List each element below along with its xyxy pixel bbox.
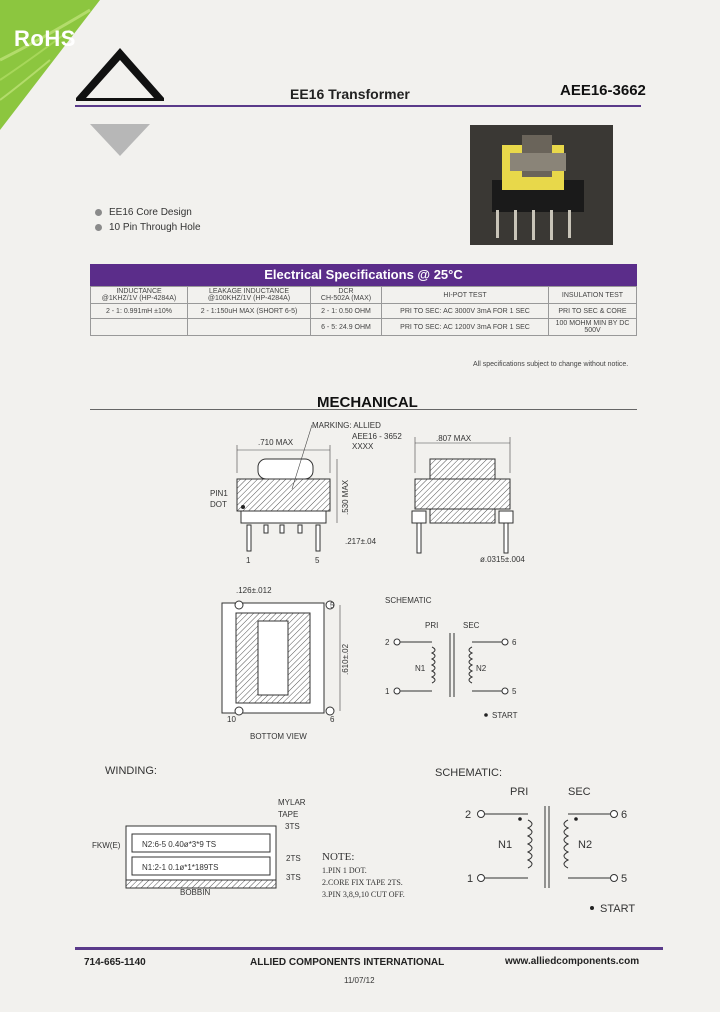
winding-diagram: WINDING: MYLAR TAPE 3TS FKW(E) N2:6-5 0.… <box>92 765 635 912</box>
product-title: EE16 Transformer <box>290 86 410 102</box>
svg-text:AEE16 - 3652: AEE16 - 3652 <box>352 432 402 441</box>
svg-text:5: 5 <box>512 687 517 696</box>
winding-n2: N2:6-5 0.40ø*3*9 TS <box>142 840 216 849</box>
allied-logo <box>76 48 164 156</box>
svg-text:5: 5 <box>315 556 320 565</box>
feature-item: 10 Pin Through Hole <box>95 222 201 233</box>
height-dim: .530 MAX <box>341 479 350 515</box>
svg-text:3.PIN 3,8,9,10 CUT OFF.: 3.PIN 3,8,9,10 CUT OFF. <box>322 890 405 899</box>
spec-table: INDUCTANCE@1KHZ/1V (HP-4284A) LEAKAGE IN… <box>90 286 637 336</box>
svg-text:3TS: 3TS <box>286 873 301 882</box>
svg-text:10: 10 <box>227 715 236 724</box>
pin1-dot-icon <box>241 505 245 509</box>
svg-text:TAPE: TAPE <box>278 810 298 819</box>
svg-text:START: START <box>492 711 518 720</box>
footer-divider <box>75 947 663 950</box>
fkw-label: FKW(E) <box>92 841 121 850</box>
start-dot-icon <box>484 713 488 717</box>
svg-text:5: 5 <box>621 873 627 885</box>
note-title: NOTE: <box>322 851 354 863</box>
svg-text:N1: N1 <box>415 664 426 673</box>
footer-company: ALLIED COMPONENTS INTERNATIONAL <box>250 957 445 968</box>
row-spacing-dim: .610±.02 <box>341 643 350 675</box>
footer-phone: 714-665-1140 <box>84 957 146 968</box>
svg-text:2TS: 2TS <box>286 854 301 863</box>
mechanical-title: MECHANICAL <box>317 394 418 411</box>
svg-text:SEC: SEC <box>568 786 591 798</box>
footer-date: 11/07/12 <box>344 976 375 985</box>
rohs-corner-graphic <box>0 0 100 130</box>
depth-dim: .807 MAX <box>436 434 472 443</box>
spec-note: All specifications subject to change wit… <box>473 361 629 368</box>
marking-label: MARKING: ALLIED <box>312 421 381 430</box>
bottom-view-label: BOTTOM VIEW <box>250 732 307 741</box>
svg-text:5: 5 <box>330 601 335 610</box>
side-view: .710 MAX .530 MAX .217±.04 MARKING: ALLI… <box>210 421 402 565</box>
start-dot-icon <box>590 906 594 910</box>
svg-text:2.CORE FIX TAPE 2TS.: 2.CORE FIX TAPE 2TS. <box>322 878 403 887</box>
mechanical-drawing: .710 MAX .530 MAX .217±.04 MARKING: ALLI… <box>210 421 525 741</box>
svg-text:SEC: SEC <box>463 621 480 630</box>
svg-text:1: 1 <box>467 873 473 885</box>
svg-text:START: START <box>600 903 635 912</box>
front-view: .807 MAX ø.0315±.004 <box>411 434 525 564</box>
svg-text:1.PIN 1 DOT.: 1.PIN 1 DOT. <box>322 866 367 875</box>
schematic-small-title: SCHEMATIC <box>385 596 432 605</box>
svg-text:PRI: PRI <box>425 621 438 630</box>
part-number: AEE16-3662 <box>560 82 646 99</box>
pin1-label: PIN1 <box>210 489 228 498</box>
feature-list: EE16 Core Design 10 Pin Through Hole <box>95 207 201 237</box>
svg-text:2: 2 <box>465 809 471 821</box>
bottom-view: .126±.012 .610±.02 5 10 6 BOTTOM VIEW <box>221 586 350 741</box>
bullet-icon <box>95 209 102 216</box>
svg-text:3TS: 3TS <box>285 822 300 831</box>
table-header-row: INDUCTANCE@1KHZ/1V (HP-4284A) LEAKAGE IN… <box>90 286 637 304</box>
svg-text:2: 2 <box>385 638 390 647</box>
winding-title: WINDING: <box>105 765 157 777</box>
svg-text:N1: N1 <box>498 839 512 851</box>
svg-text:MYLAR: MYLAR <box>278 798 306 807</box>
header-divider <box>75 105 641 107</box>
table-row: 6 - 5: 24.9 OHM PRI TO SEC: AC 1200V 3mA… <box>90 318 637 336</box>
svg-text:PRI: PRI <box>510 786 528 798</box>
svg-text:6: 6 <box>330 715 335 724</box>
schematic-small: SCHEMATIC PRI SEC 2 1 N1 N2 6 5 START <box>385 596 518 720</box>
feature-item: EE16 Core Design <box>95 207 201 218</box>
svg-text:N2: N2 <box>578 839 592 851</box>
standoff-dim: .217±.04 <box>345 537 377 546</box>
footer-website-link[interactable]: www.alliedcomponents.com <box>505 956 640 967</box>
svg-text:6: 6 <box>621 809 627 821</box>
width-dim: .710 MAX <box>258 438 294 447</box>
table-row: 2 - 1: 0.991mH ±10% 2 - 1:150uH MAX (SHO… <box>90 303 637 319</box>
schematic-large: SCHEMATIC: PRI SEC 2 1 N1 N2 6 5 START <box>435 767 635 912</box>
mechanical-divider <box>90 409 637 410</box>
pin-dia-dim: ø.0315±.004 <box>480 555 525 564</box>
spec-table-title: Electrical Specifications @ 25°C <box>90 264 637 286</box>
svg-text:BOBBIN: BOBBIN <box>180 888 210 897</box>
svg-text:1: 1 <box>385 687 390 696</box>
svg-text:1: 1 <box>246 556 251 565</box>
svg-text:6: 6 <box>512 638 517 647</box>
schematic-title: SCHEMATIC: <box>435 767 502 779</box>
rohs-badge: RoHS <box>14 26 76 51</box>
winding-n1: N1:2-1 0.1ø*1*189TS <box>142 863 219 872</box>
svg-text:DOT: DOT <box>210 500 227 509</box>
svg-text:N2: N2 <box>476 664 487 673</box>
svg-text:XXXX: XXXX <box>352 442 374 451</box>
bullet-icon <box>95 224 102 231</box>
pin-spacing-dim: .126±.012 <box>236 586 272 595</box>
product-photo <box>470 125 613 245</box>
